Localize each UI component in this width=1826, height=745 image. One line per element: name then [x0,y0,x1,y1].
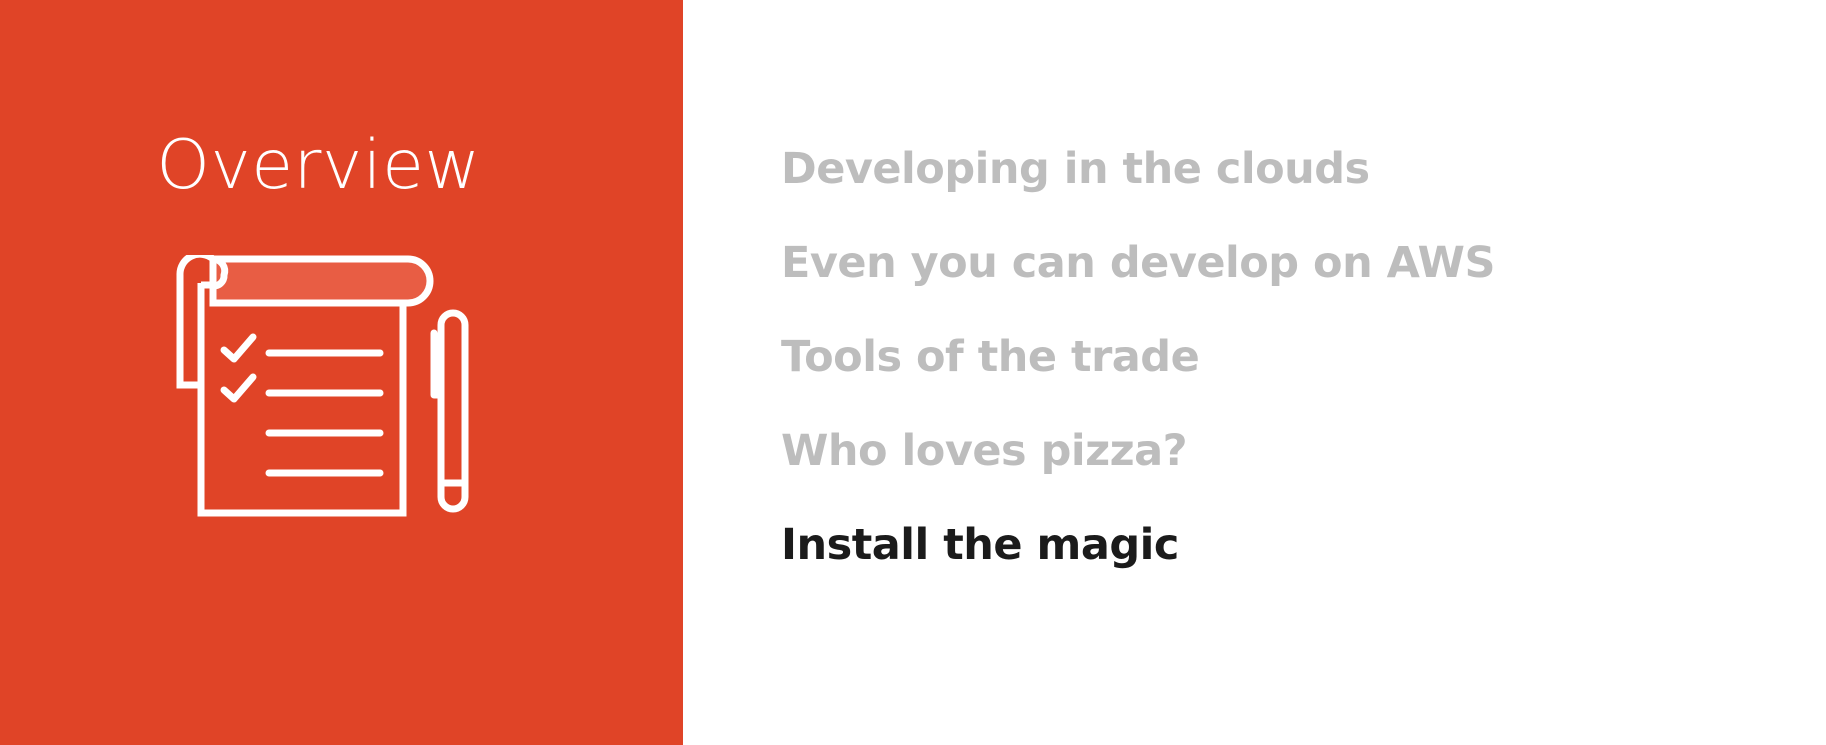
agenda-list: Developing in the clouds Even you can de… [781,122,1495,592]
notepad-page [197,283,407,517]
notepad-curl [176,255,216,389]
agenda-item: Developing in the clouds [781,144,1370,194]
slide-title: Overview [156,126,481,205]
agenda-panel: Developing in the clouds Even you can de… [683,0,1826,745]
agenda-item: Tools of the trade [781,332,1200,382]
agenda-item: Even you can develop on AWS [781,238,1495,288]
notepad-roll [209,255,434,307]
pen-body [437,309,469,513]
notepad-curl-inner [201,255,229,290]
title-panel: Overview [0,0,683,745]
agenda-item: Who loves pizza? [781,426,1188,476]
check-icon-1 [220,333,257,363]
checklist-notepad-with-pen-icon [176,255,469,517]
agenda-item-active: Install the magic [781,520,1179,570]
pen-clip [430,329,445,399]
check-icon-2 [220,373,257,403]
